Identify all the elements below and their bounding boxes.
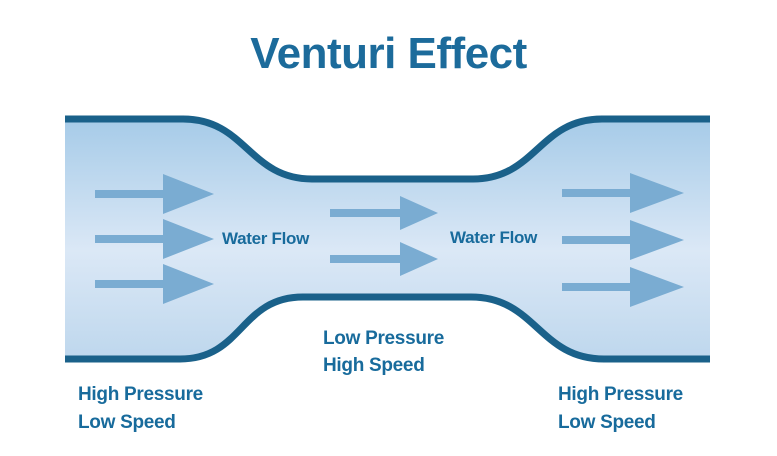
tube-body <box>65 119 710 359</box>
outlet-flow-arrows <box>562 173 684 307</box>
throat-flow-arrows <box>330 196 438 276</box>
flow-arrow-icon <box>95 174 214 214</box>
flow-arrow-icon <box>330 242 438 276</box>
throat-pressure-label: Low Pressure <box>323 328 445 349</box>
flow-arrow-icon <box>562 267 684 307</box>
water-flow-label-left: Water Flow <box>222 229 310 248</box>
flow-arrow-icon <box>95 219 214 259</box>
outlet-pressure-label: High Pressure <box>558 384 683 405</box>
tube-bottom-wall <box>65 293 710 363</box>
flow-arrow-icon <box>95 264 214 304</box>
page-title: Venturi Effect <box>250 29 527 78</box>
outlet-speed-label: Low Speed <box>558 412 656 433</box>
flow-arrow-icon <box>562 220 684 260</box>
water-flow-label-right: Water Flow <box>450 228 538 247</box>
inlet-speed-label: Low Speed <box>78 412 176 433</box>
inlet-pressure-label: High Pressure <box>78 384 203 405</box>
tube-top-wall <box>65 115 710 183</box>
flow-arrow-icon <box>330 196 438 230</box>
inlet-flow-arrows <box>95 174 214 304</box>
flow-arrow-icon <box>562 173 684 213</box>
throat-speed-label: High Speed <box>323 355 425 376</box>
